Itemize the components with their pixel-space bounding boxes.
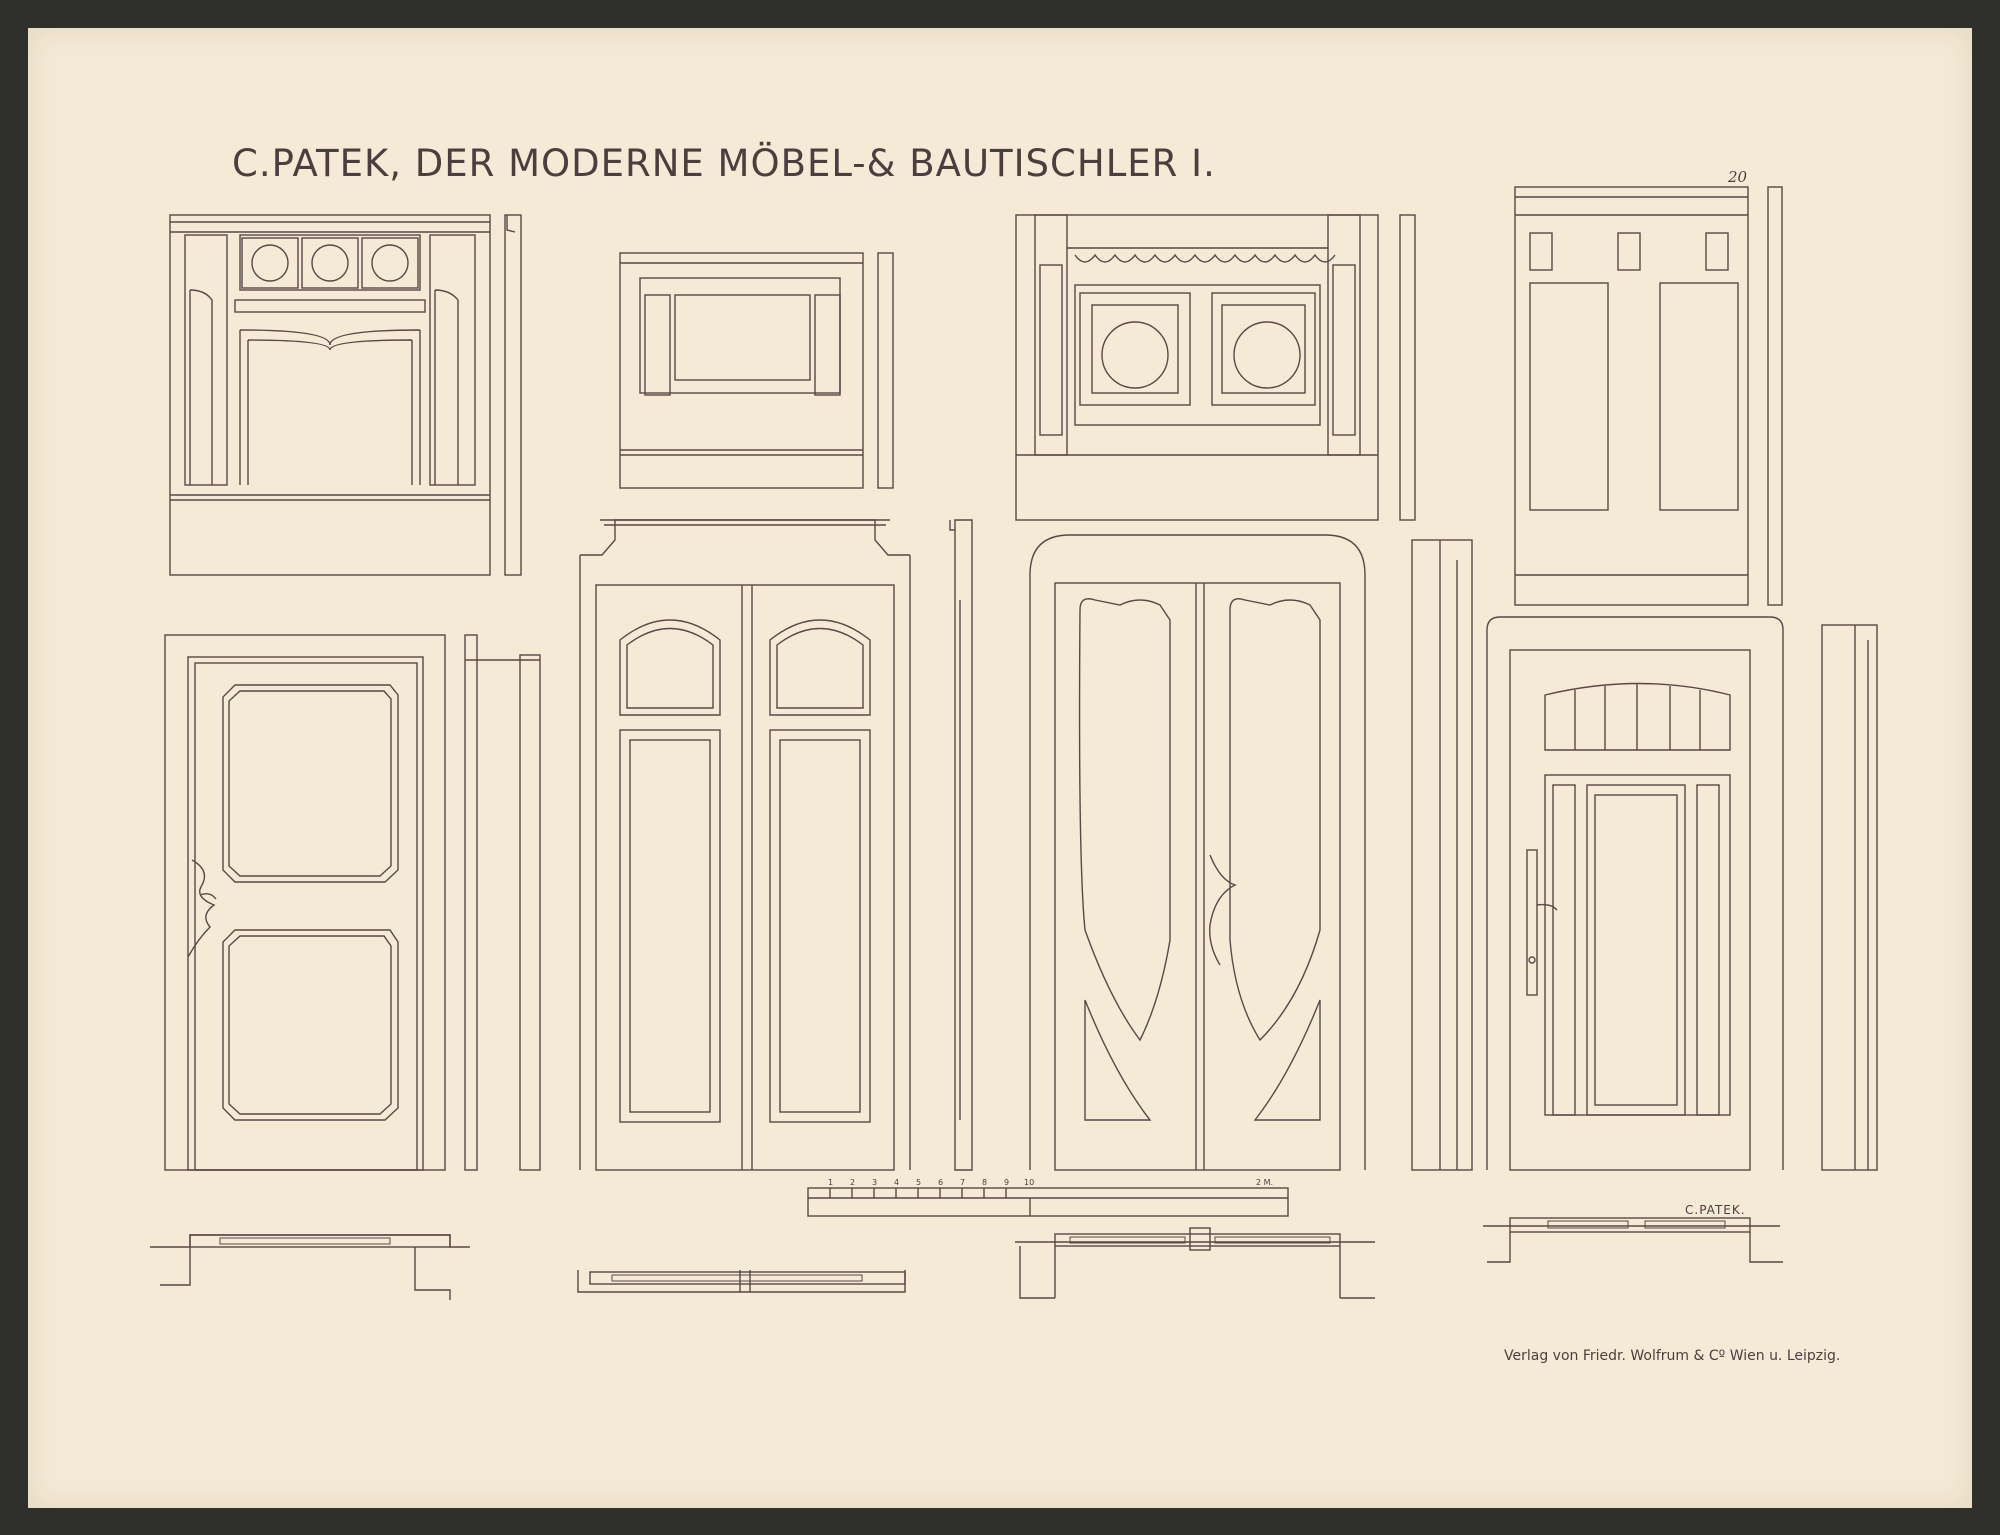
scale-label-2m: 2 M.: [1256, 1178, 1273, 1187]
plate-number: 20: [1728, 168, 1748, 186]
plan-section-2: [577, 1270, 906, 1293]
scale-label-3: 3: [872, 1178, 877, 1187]
overdoor-4-elevation: [1514, 186, 1783, 606]
plan-section-3: [1015, 1227, 1375, 1299]
door-1-elevation: [164, 634, 541, 1171]
plate: C.PATEK, DER MODERNE MÖBEL-& BAUTISCHLER…: [28, 28, 1972, 1508]
scale-label-5: 5: [916, 1178, 921, 1187]
door-2-elevation: [579, 519, 973, 1171]
scale-label-6: 6: [938, 1178, 943, 1187]
scale-label-2: 2: [850, 1178, 855, 1187]
scale-label-7: 7: [960, 1178, 965, 1187]
scale-bar: 1 2 3 4 5 6 7 8 9 10 2 M.: [807, 1178, 1289, 1217]
scale-label-9: 9: [1004, 1178, 1009, 1187]
scale-label-4: 4: [894, 1178, 899, 1187]
scale-label-10: 10: [1024, 1178, 1034, 1187]
plan-section-4: [1483, 1217, 1783, 1263]
publisher-imprint: Verlag von Friedr. Wolfrum & Cº Wien u. …: [1504, 1348, 1841, 1364]
overdoor-3-elevation: [1015, 214, 1416, 521]
overdoor-2-elevation: [619, 252, 894, 489]
scale-label-8: 8: [982, 1178, 987, 1187]
overdoor-1-elevation: [169, 214, 522, 576]
artist-signature: C.PATEK.: [1685, 1203, 1746, 1217]
door-4-elevation: [1486, 616, 1878, 1171]
scale-label-1: 1: [828, 1178, 833, 1187]
plate-title: C.PATEK, DER MODERNE MÖBEL-& BAUTISCHLER…: [232, 142, 1216, 185]
door-3-elevation: [1029, 534, 1473, 1171]
plan-section-1: [150, 1234, 470, 1300]
